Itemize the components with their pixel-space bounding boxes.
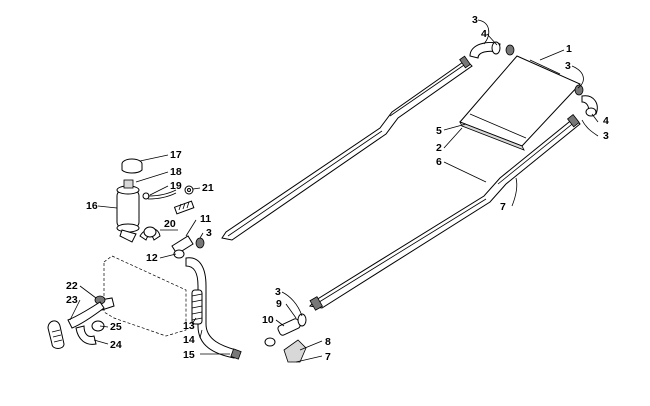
callout-16: 16 xyxy=(86,200,98,212)
curved-return-hose xyxy=(185,257,237,359)
callout-3: 3 xyxy=(565,60,571,72)
callout-20: 20 xyxy=(164,218,176,230)
callout-3: 3 xyxy=(603,130,609,142)
callout-18: 18 xyxy=(170,166,182,178)
callout-12: 12 xyxy=(146,252,158,264)
coolant-reservoir xyxy=(116,179,140,243)
callout-7: 7 xyxy=(500,201,506,213)
lower-left-hoses xyxy=(47,295,106,349)
overflow-hose xyxy=(142,185,194,200)
coil-spring xyxy=(191,289,203,325)
callout-10: 10 xyxy=(262,314,274,326)
callout-6: 6 xyxy=(436,156,442,168)
callout-1: 1 xyxy=(566,43,572,55)
callout-22: 22 xyxy=(66,280,78,292)
callout-2: 2 xyxy=(436,142,442,154)
upper-cooling-tube xyxy=(221,55,473,241)
callout-labels: 1 2 3 4 3 4 3 5 6 7 17 18 19 21 16 11 20… xyxy=(66,14,609,363)
callout-13: 13 xyxy=(183,320,195,332)
callout-4: 4 xyxy=(481,28,487,40)
top-right-hoses xyxy=(469,41,598,117)
callout-25: 25 xyxy=(110,321,122,333)
callout-8: 8 xyxy=(325,336,331,348)
hose-fitting xyxy=(230,348,242,360)
callout-23: 23 xyxy=(66,294,78,306)
callout-14: 14 xyxy=(183,334,195,346)
callout-11: 11 xyxy=(200,213,211,225)
callout-15: 15 xyxy=(183,349,195,361)
heat-exchanger-plate xyxy=(459,55,581,151)
callout-4: 4 xyxy=(603,115,609,127)
mounting-bracket xyxy=(283,339,307,363)
reservoir-cap xyxy=(121,158,143,174)
bottom-hose-connector xyxy=(264,313,307,347)
lower-cooling-tube xyxy=(308,114,581,311)
spring-coil xyxy=(173,200,195,215)
callout-19: 19 xyxy=(170,180,182,192)
callout-5: 5 xyxy=(436,125,442,137)
callout-9: 9 xyxy=(276,298,282,310)
callout-3: 3 xyxy=(472,14,478,26)
callout-17: 17 xyxy=(170,149,182,161)
callout-7: 7 xyxy=(325,351,331,363)
callout-3: 3 xyxy=(275,286,281,298)
callout-21: 21 xyxy=(202,182,214,194)
callout-3: 3 xyxy=(206,227,212,239)
center-hose-cluster xyxy=(139,226,205,259)
leader-lines xyxy=(69,19,599,363)
callout-24: 24 xyxy=(110,339,122,351)
